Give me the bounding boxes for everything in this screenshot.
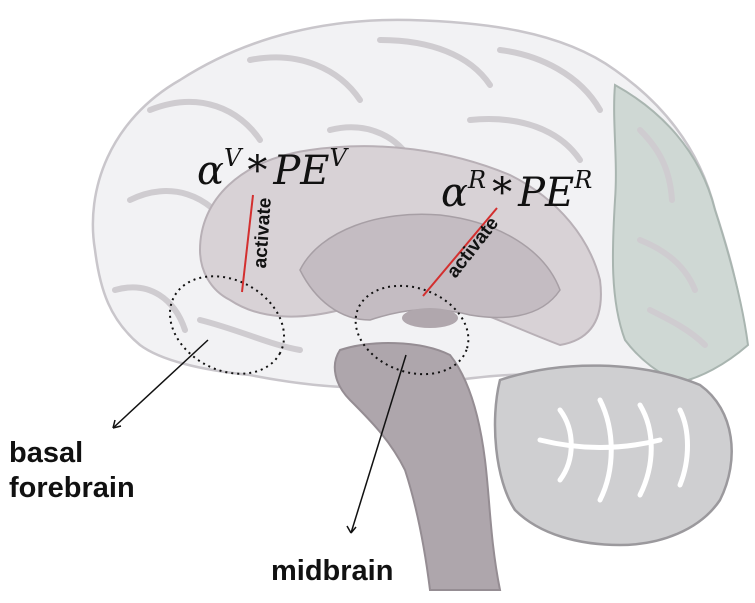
reward-prediction-error-formula: αR*PER bbox=[441, 168, 592, 213]
reward-alpha: α bbox=[441, 170, 468, 216]
visual-alpha-superscript: V bbox=[224, 144, 241, 172]
thalamus-core bbox=[402, 308, 458, 328]
visual-alpha: α bbox=[197, 148, 224, 194]
visual-pe-term: PE bbox=[273, 148, 329, 194]
occipital-lobe bbox=[613, 85, 748, 382]
visual-pe-superscript: V bbox=[329, 144, 346, 172]
basal-forebrain-label-line2: forebrain bbox=[9, 471, 135, 506]
basal-forebrain-label: basal forebrain bbox=[9, 436, 135, 506]
reward-pe-superscript: R bbox=[574, 166, 592, 194]
visual-prediction-error-formula: αV*PEV bbox=[197, 146, 347, 191]
midbrain-label: midbrain bbox=[271, 554, 393, 589]
basal-forebrain-label-line1: basal bbox=[9, 436, 135, 471]
reward-alpha-superscript: R bbox=[468, 166, 486, 194]
brainstem bbox=[335, 343, 500, 590]
visual-multiply-operator: * bbox=[247, 148, 267, 194]
reward-multiply-operator: * bbox=[492, 170, 512, 216]
reward-pe-term: PE bbox=[518, 170, 574, 216]
